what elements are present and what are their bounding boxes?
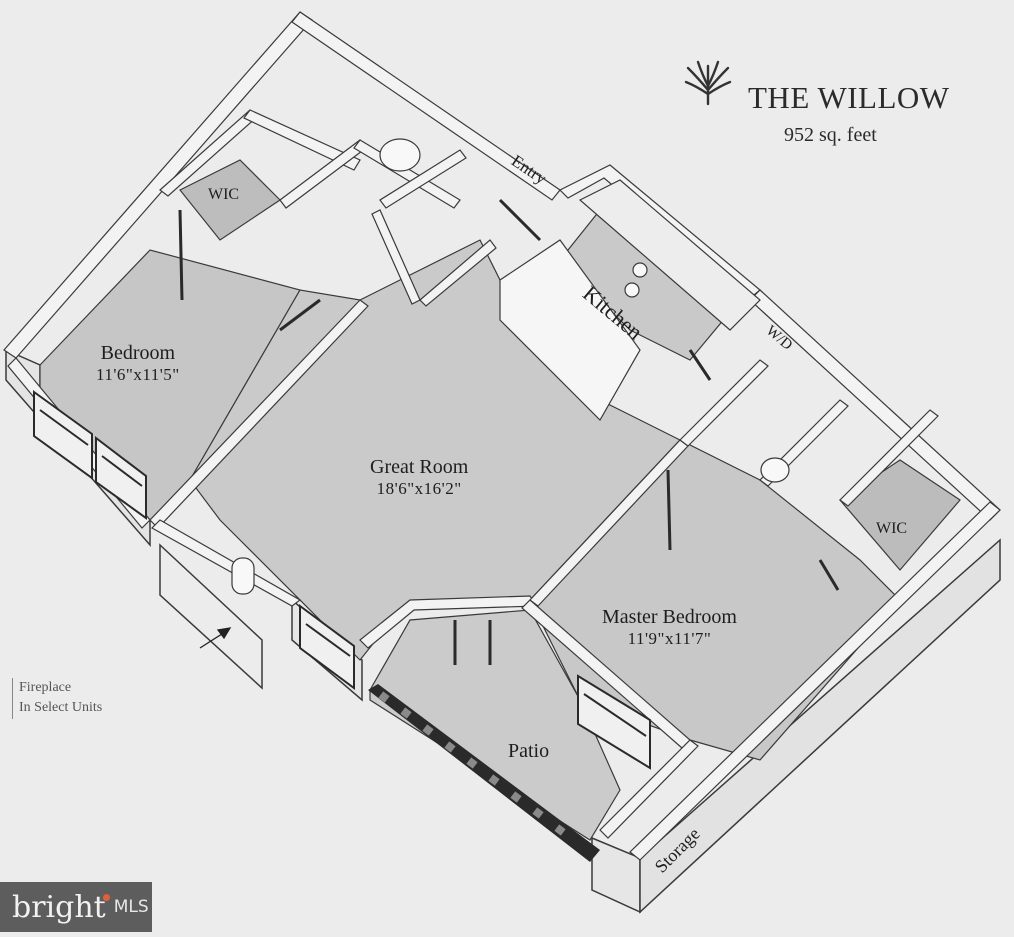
fireplace-arrow [199, 627, 232, 649]
room-label-great-room: Great Room 18'6"x16'2" [370, 456, 468, 499]
note-line-1: Fireplace [19, 680, 72, 695]
floors [39, 159, 961, 841]
room-dimensions: 11'9"x11'7" [627, 629, 712, 648]
room-name: Master Bedroom [602, 606, 737, 628]
watermark-dot-icon [102, 893, 110, 901]
room-name: Great Room [370, 456, 469, 478]
room-label-bedroom: Bedroom 11'6"x11'5" [96, 342, 180, 385]
fixtures [231, 138, 790, 595]
patio-railing-slats [378, 691, 566, 836]
room-name: Bedroom [100, 342, 176, 364]
note-line-2: In Select Units [19, 700, 103, 716]
room-dimensions: 11'6"x11'5" [96, 365, 180, 384]
room-label-wic-left: WIC [208, 186, 240, 203]
room-label-patio: Patio [508, 740, 550, 762]
fireplace-note: Fireplace In Select Units [12, 678, 102, 719]
bright-mls-watermark: bright MLS [0, 882, 152, 932]
watermark-suffix: MLS [113, 897, 149, 917]
watermark-brand: bright [12, 889, 106, 925]
room-label-master-bedroom: Master Bedroom 11'9"x11'7" [602, 606, 737, 649]
plan-title: THE WILLOW [748, 80, 950, 115]
patio-floor [369, 609, 621, 841]
room-dimensions: 18'6"x16'2" [376, 479, 462, 498]
willow-leaf-icon [684, 60, 732, 106]
windows [33, 390, 651, 770]
doors [178, 198, 840, 665]
plan-area: 952 sq. feet [784, 124, 877, 146]
room-label-wic-right: WIC [876, 520, 908, 537]
